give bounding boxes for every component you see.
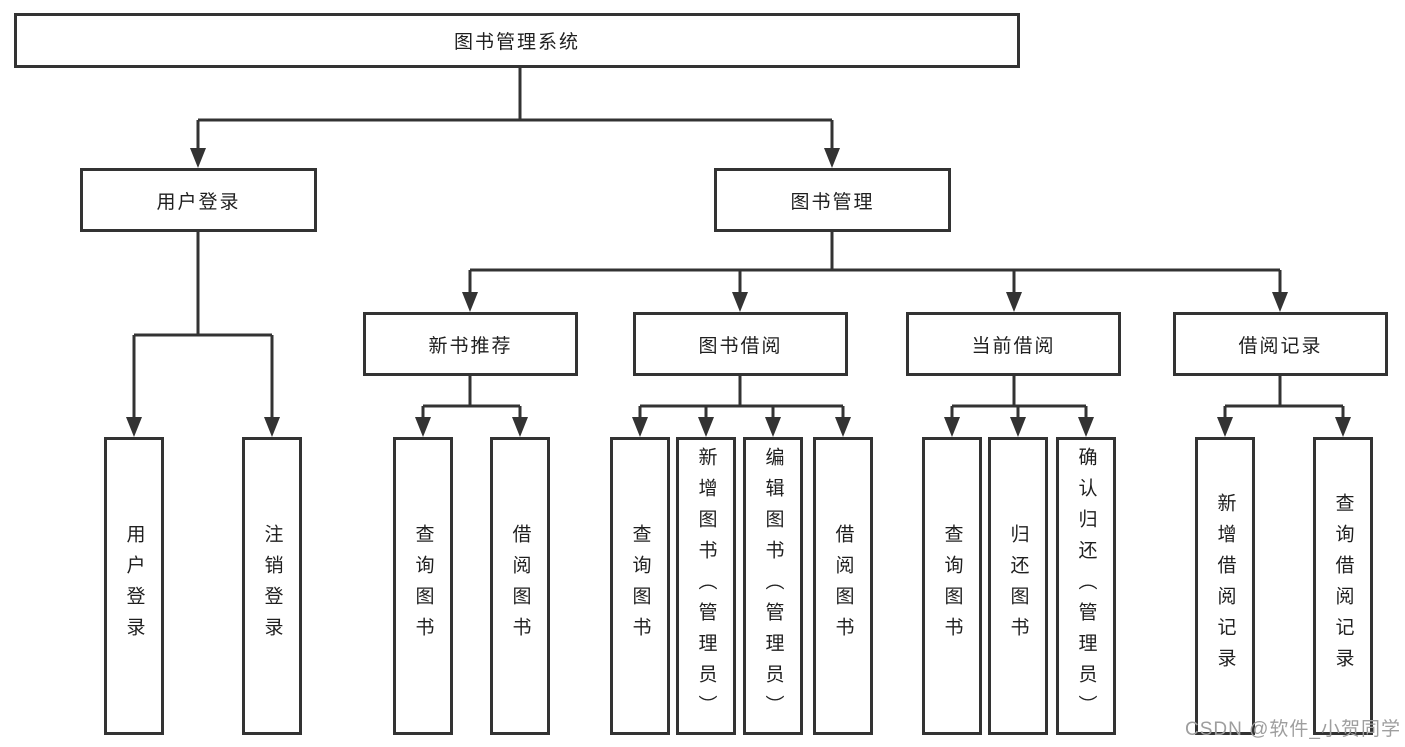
node-label: 查询图书 bbox=[941, 524, 963, 648]
connector-user-login-children bbox=[126, 232, 280, 437]
arrow-down-icon bbox=[824, 148, 840, 168]
connector-borrow-record-children bbox=[1217, 376, 1351, 437]
node-label: 借阅图书 bbox=[509, 524, 531, 648]
node-label: 查询图书 bbox=[629, 524, 651, 648]
arrow-down-icon bbox=[1335, 417, 1351, 437]
node-label: 借阅记录 bbox=[1238, 335, 1323, 357]
node-label: 新增图书（管理员） bbox=[695, 446, 717, 726]
node-label: 图书管理系统 bbox=[453, 32, 580, 53]
leaf-borrow-book: 借阅图书 bbox=[813, 437, 873, 735]
node-label: 图书借阅 bbox=[698, 335, 783, 357]
connector-book-management-children bbox=[462, 232, 1288, 312]
node-label: 新书推荐 bbox=[428, 335, 513, 357]
arrow-down-icon bbox=[698, 417, 714, 437]
node-label: 当前借阅 bbox=[971, 335, 1056, 357]
arrow-down-icon bbox=[1006, 292, 1022, 312]
arrow-down-icon bbox=[126, 417, 142, 437]
arrow-down-icon bbox=[1217, 417, 1233, 437]
node-borrow-records: 借阅记录 bbox=[1173, 312, 1388, 376]
leaf-search-borrow-record: 查询借阅记录 bbox=[1313, 437, 1373, 735]
arrow-down-icon bbox=[415, 417, 431, 437]
leaf-logout: 注销登录 bbox=[242, 437, 302, 735]
connector-book-borrow-children bbox=[632, 376, 851, 437]
arrow-down-icon bbox=[1078, 417, 1094, 437]
node-book-management: 图书管理 bbox=[714, 168, 951, 232]
connector-new-book-children bbox=[415, 376, 528, 437]
leaf-search-books-recommend: 查询图书 bbox=[393, 437, 453, 735]
node-label: 新增借阅记录 bbox=[1214, 493, 1236, 679]
node-user-login: 用户登录 bbox=[80, 168, 317, 232]
arrow-down-icon bbox=[732, 292, 748, 312]
arrow-down-icon bbox=[1272, 292, 1288, 312]
leaf-borrow-books-recommend: 借阅图书 bbox=[490, 437, 550, 735]
node-new-book-recommend: 新书推荐 bbox=[363, 312, 578, 376]
node-current-borrowing: 当前借阅 bbox=[906, 312, 1121, 376]
csdn-watermark: CSDN @软件_小贺同学 bbox=[1185, 719, 1401, 740]
node-label: 用户登录 bbox=[123, 524, 145, 648]
arrow-down-icon bbox=[632, 417, 648, 437]
leaf-search-books-current: 查询图书 bbox=[922, 437, 982, 735]
leaf-add-borrow-record: 新增借阅记录 bbox=[1195, 437, 1255, 735]
arrow-down-icon bbox=[190, 148, 206, 168]
leaf-return-book: 归还图书 bbox=[988, 437, 1048, 735]
node-book-borrowing: 图书借阅 bbox=[633, 312, 848, 376]
arrow-down-icon bbox=[462, 292, 478, 312]
node-label: 借阅图书 bbox=[832, 524, 854, 648]
node-label: 查询借阅记录 bbox=[1332, 493, 1354, 679]
node-label: 编辑图书（管理员） bbox=[762, 446, 784, 726]
node-label: 图书管理 bbox=[790, 191, 875, 213]
node-label: 确认归还（管理员） bbox=[1075, 446, 1097, 726]
node-label: 归还图书 bbox=[1007, 524, 1029, 648]
connector-current-borrow-children bbox=[944, 376, 1094, 437]
arrow-down-icon bbox=[765, 417, 781, 437]
arrow-down-icon bbox=[944, 417, 960, 437]
node-label: 查询图书 bbox=[412, 524, 434, 648]
node-library-system: 图书管理系统 bbox=[14, 13, 1020, 68]
arrow-down-icon bbox=[512, 417, 528, 437]
arrow-down-icon bbox=[1010, 417, 1026, 437]
connector-root-to-level2 bbox=[190, 68, 840, 168]
leaf-confirm-return-admin: 确认归还（管理员） bbox=[1056, 437, 1116, 735]
leaf-add-book-admin: 新增图书（管理员） bbox=[676, 437, 736, 735]
leaf-edit-book-admin: 编辑图书（管理员） bbox=[743, 437, 803, 735]
node-label: 用户登录 bbox=[156, 191, 241, 213]
leaf-user-login: 用户登录 bbox=[104, 437, 164, 735]
node-label: 注销登录 bbox=[261, 524, 283, 648]
arrow-down-icon bbox=[264, 417, 280, 437]
arrow-down-icon bbox=[835, 417, 851, 437]
leaf-search-books-borrowing: 查询图书 bbox=[610, 437, 670, 735]
